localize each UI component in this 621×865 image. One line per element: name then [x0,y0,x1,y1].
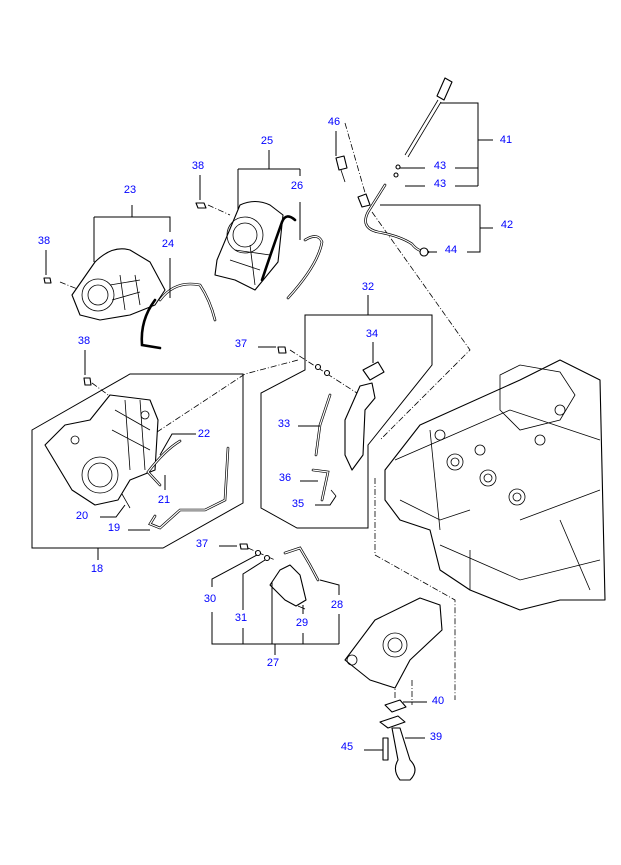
callout-41[interactable]: 41 [500,134,512,146]
callout-46[interactable]: 46 [328,116,340,128]
callout-35[interactable]: 35 [292,498,304,510]
upper-cover-left [43,248,217,350]
callout-26[interactable]: 26 [291,180,303,192]
dipstick-assembly [335,77,453,257]
oil-pump-assembly [344,597,443,781]
callout-18[interactable]: 18 [91,563,103,575]
bracket-27-assembly [239,543,320,610]
callout-31[interactable]: 31 [235,612,247,624]
callout-38[interactable]: 38 [38,235,50,247]
callout-23[interactable]: 23 [124,184,136,196]
engine-block [384,359,606,611]
callout-28[interactable]: 28 [331,599,343,611]
lower-cover-assembly [44,377,230,530]
callout-20[interactable]: 20 [76,510,88,522]
callout-27[interactable]: 27 [267,657,279,669]
callout-24[interactable]: 24 [162,238,174,250]
callout-22[interactable]: 22 [198,428,210,440]
callout-40[interactable]: 40 [432,695,444,707]
callout-25[interactable]: 25 [261,135,273,147]
callout-43[interactable]: 43 [434,178,446,190]
callout-45[interactable]: 45 [341,741,353,753]
callout-43[interactable]: 43 [434,160,446,172]
callout-33[interactable]: 33 [278,418,290,430]
callout-21[interactable]: 21 [158,494,170,506]
callout-38[interactable]: 38 [78,335,90,347]
callout-37[interactable]: 37 [235,338,247,350]
callout-19[interactable]: 19 [108,522,120,534]
callout-34[interactable]: 34 [366,328,378,340]
callout-38[interactable]: 38 [192,160,204,172]
callout-32[interactable]: 32 [362,281,374,293]
callout-30[interactable]: 30 [204,593,216,605]
leader-lines [31,102,493,751]
callout-39[interactable]: 39 [430,731,442,743]
callout-37[interactable]: 37 [196,538,208,550]
callouts: 46 41 43 43 42 44 25 38 26 23 24 38 32 3… [38,116,513,753]
callout-36[interactable]: 36 [279,472,291,484]
callout-42[interactable]: 42 [501,219,513,231]
upper-cover-right [195,200,324,300]
callout-29[interactable]: 29 [296,617,308,629]
callout-44[interactable]: 44 [445,244,457,256]
bracket-32-assembly [277,346,385,502]
